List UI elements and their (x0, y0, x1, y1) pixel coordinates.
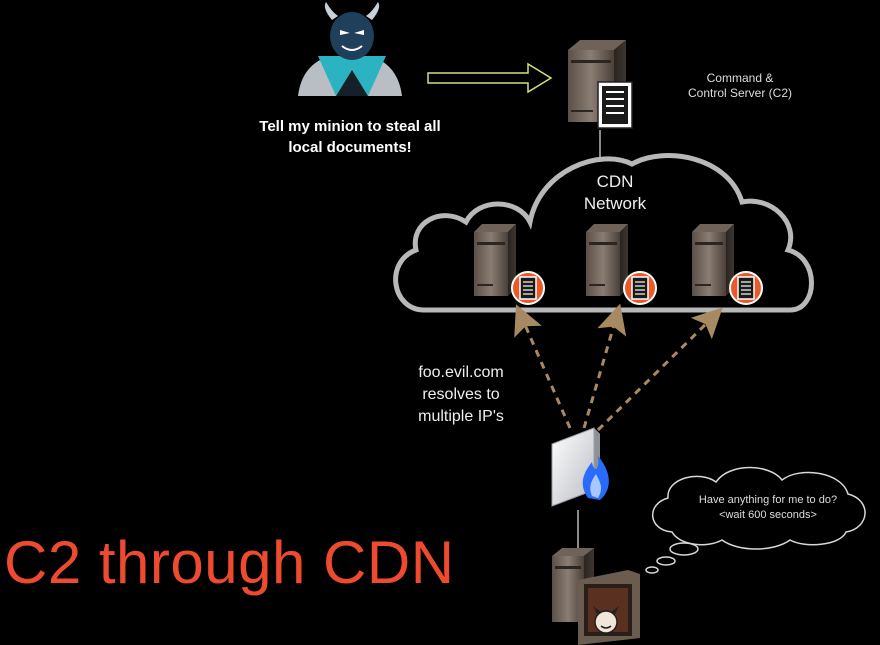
firewall-icon (551, 427, 609, 507)
c2-server-label: Command & Control Server (C2) (660, 71, 820, 101)
hacker-caption: Tell my minion to steal all local docume… (230, 116, 470, 158)
thought-bubble-text: Have anything for me to do? <wait 600 se… (668, 493, 868, 523)
cdn-server-3-icon (692, 224, 763, 305)
dns-label-line-3: multiple IP's (418, 408, 504, 425)
document-icon (597, 81, 633, 129)
thought-bubble-icon (645, 466, 866, 574)
c2-server-icon (568, 40, 633, 129)
c2-label-line-2: Control Server (C2) (687, 86, 793, 100)
command-arrow (427, 62, 553, 94)
dns-label-line-1: foo.evil.com (418, 364, 504, 381)
cdn-network-label: CDN Network (560, 171, 670, 215)
cdn-label-line-1: CDN (596, 172, 634, 191)
dns-label-line-2: resolves to (422, 386, 500, 403)
cdn-label-line-2: Network (583, 194, 647, 213)
c2-label-line-1: Command & (706, 71, 774, 85)
dns-arrow-3 (596, 307, 723, 432)
thought-line-2: <wait 600 seconds> (719, 509, 817, 521)
hacker-icon (298, 2, 402, 96)
cdn-server-2-icon (586, 224, 657, 305)
thought-line-1: Have anything for me to do? (698, 494, 838, 506)
dns-resolution-label: foo.evil.com resolves to multiple IP's (398, 362, 524, 428)
infected-pc-icon (552, 548, 640, 645)
dns-arrow-1 (514, 304, 572, 429)
dns-arrow-2 (582, 303, 627, 429)
cdn-server-1-icon (474, 224, 545, 305)
hacker-caption-line-1: Tell my minion to steal all (259, 118, 441, 135)
slide-title: C2 through CDN (4, 529, 455, 596)
hacker-caption-line-2: local documents! (288, 139, 412, 156)
